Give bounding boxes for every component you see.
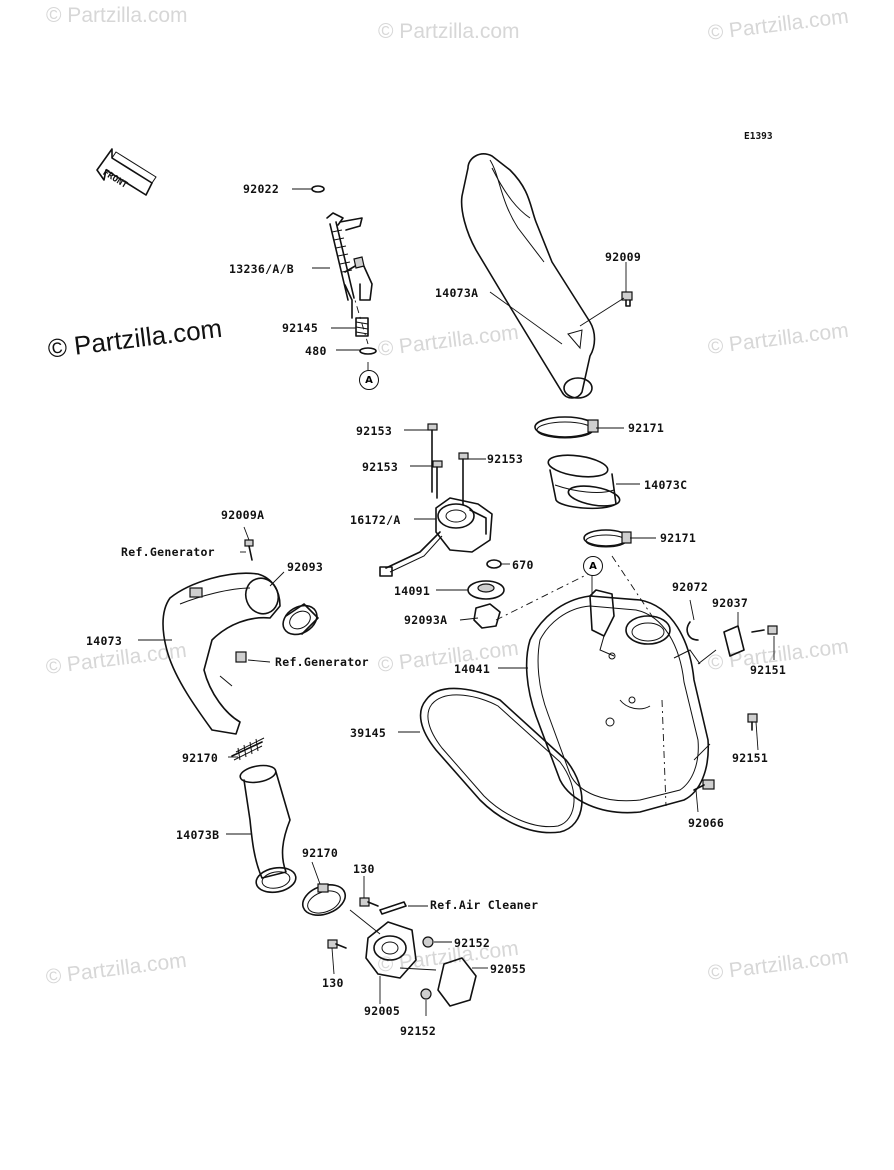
reference-marker-a: A [359,370,379,390]
label-130-lower: 130 [322,976,344,990]
label-92151-upper: 92151 [750,663,787,677]
label-92170-lower: 92170 [302,846,339,860]
part-480-o-ring [359,347,377,355]
part-92170-spring [231,737,265,761]
label-92151-lower: 92151 [732,751,769,765]
part-670-o-ring [486,559,502,569]
part-92055-gasket [437,957,477,1007]
part-92093A-gasket [473,603,501,629]
label-670: 670 [512,558,534,572]
part-92093-seal [282,603,319,636]
part-92145-spring [355,317,369,337]
part-14073B-pipe [239,764,297,894]
label-14073C: 14073C [644,478,688,492]
label-92055: 92055 [490,962,527,976]
label-92093A: 92093A [404,613,448,627]
part-92005-housing [365,921,417,979]
part-13236-lever [326,212,373,319]
part-92022-ring [311,185,325,193]
label-92093: 92093 [287,560,324,574]
part-92171-clamp-upper [534,416,599,439]
label-39145: 39145 [350,726,387,740]
part-14091-cap [467,580,505,600]
label-92066: 92066 [688,816,725,830]
label-92171-upper: 92171 [628,421,665,435]
part-14073A-duct [460,153,596,399]
label-92005: 92005 [364,1004,401,1018]
label-14091: 14091 [394,584,431,598]
label-13236: 13236/A/B [229,262,295,276]
watermark: © Partzilla.com [378,20,520,43]
label-92153-c: 92153 [487,452,524,466]
part-92152-cap-lower [420,988,432,1000]
air-cleaner-pin [379,901,407,915]
label-480: 480 [305,344,327,358]
label-14073A: 14073A [435,286,479,300]
label-14041: 14041 [454,662,491,676]
label-92153-b: 92153 [362,460,399,474]
label-92009A: 92009A [221,508,265,522]
label-92022: 92022 [243,182,280,196]
label-92145: 92145 [282,321,319,335]
watermark: © Partzilla.com [46,4,188,27]
leader-lines [138,188,775,1016]
part-92009A-bolt [244,539,254,561]
label-ref-air-cleaner: Ref.Air Cleaner [430,898,539,912]
label-92009: 92009 [605,250,642,264]
label-16172: 16172/A [350,513,401,527]
label-92171-lower: 92171 [660,531,697,545]
diagram-code: E1393 [744,131,773,142]
part-92171-clamp-lower [583,529,632,548]
part-92072-clip [686,621,699,641]
label-92152-lower: 92152 [400,1024,437,1038]
label-130-upper: 130 [353,862,375,876]
reference-marker-a: A [583,556,603,576]
part-92153-bolts [427,423,469,506]
front-arrow-icon [96,148,157,196]
label-ref-generator-2: Ref.Generator [275,655,369,669]
label-92072: 92072 [672,580,709,594]
part-14073C-boot [547,454,621,510]
part-14073-duct [162,572,281,735]
label-14073: 14073 [86,634,123,648]
part-92066-fitting [693,779,715,791]
part-92151-bolts [747,625,778,731]
part-14041-cover [525,589,710,814]
part-130-bolts [327,897,379,949]
part-92009-bolt [621,291,633,307]
label-ref-generator-1: Ref.Generator [121,545,215,559]
part-92170-clamp [301,883,347,916]
label-14073B: 14073B [176,828,220,842]
part-92037-bracket [723,625,745,657]
label-92037: 92037 [712,596,749,610]
part-39145-belt [419,687,583,834]
part-16172-actuator [379,497,493,577]
part-92152-cap-upper [422,936,434,948]
label-92170-upper: 92170 [182,751,219,765]
label-92153-a: 92153 [356,424,393,438]
label-92152-upper: 92152 [454,936,491,950]
